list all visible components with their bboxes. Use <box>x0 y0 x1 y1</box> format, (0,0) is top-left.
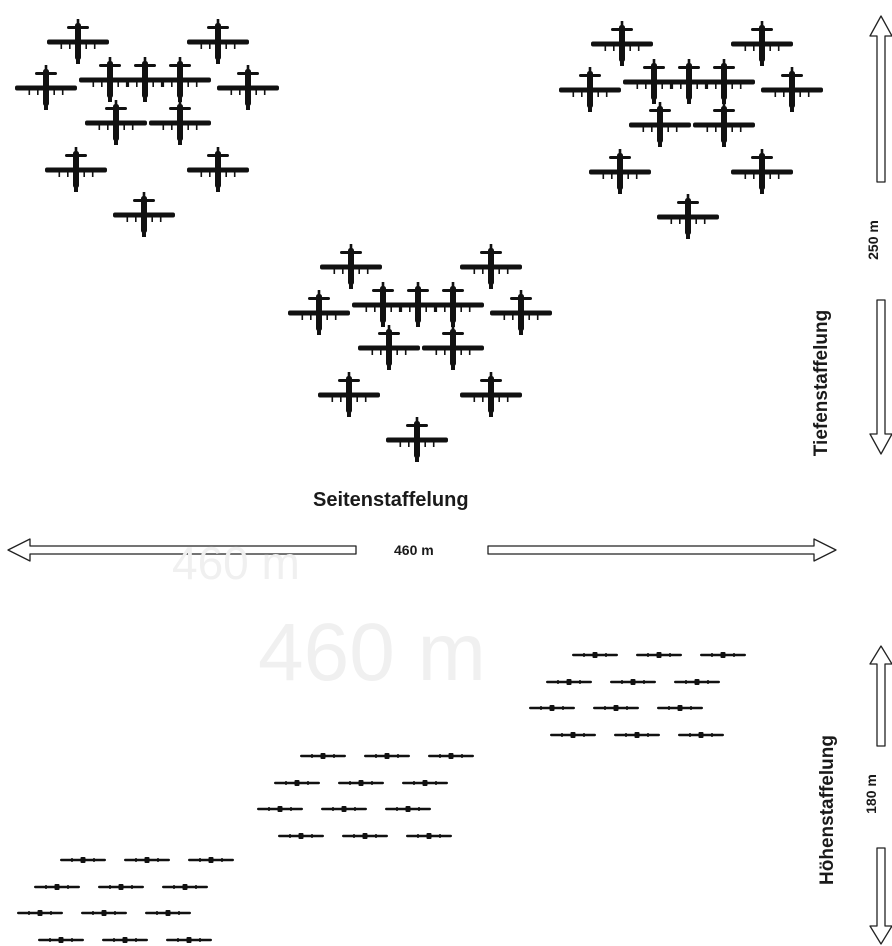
bomber-side-view-icon <box>364 753 410 759</box>
bomber-side-view-icon <box>166 937 212 943</box>
bomber-side-view-icon <box>81 910 127 916</box>
bomber-top-view-icon <box>422 282 484 327</box>
depth-measure-label: 250 m <box>865 220 881 260</box>
bomber-side-view-icon <box>321 806 367 812</box>
bomber-top-view-icon <box>693 59 755 104</box>
depth-arrow-bottom <box>869 299 892 455</box>
bomber-side-view-icon <box>17 910 63 916</box>
bomber-side-view-icon <box>145 910 191 916</box>
bomber-top-view-icon <box>149 57 211 102</box>
bomber-side-view-icon <box>550 732 596 738</box>
bomber-top-view-icon <box>149 100 211 145</box>
width-measure-label: 460 m <box>394 542 434 558</box>
bomber-top-view-icon <box>460 244 522 289</box>
bomber-side-view-icon <box>34 884 80 890</box>
bomber-side-view-icon <box>657 705 703 711</box>
bomber-top-view-icon <box>15 65 77 110</box>
bomber-top-view-icon <box>559 67 621 112</box>
bomber-top-view-icon <box>113 192 175 237</box>
bomber-top-view-icon <box>490 290 552 335</box>
bomber-top-view-icon <box>761 67 823 112</box>
bomber-top-view-icon <box>657 194 719 239</box>
bomber-side-view-icon <box>402 780 448 786</box>
bomber-top-view-icon <box>629 102 691 147</box>
bomber-side-view-icon <box>188 857 234 863</box>
bomber-side-view-icon <box>546 679 592 685</box>
bomber-top-view-icon <box>45 147 107 192</box>
bomber-top-view-icon <box>288 290 350 335</box>
bomber-top-view-icon <box>731 21 793 66</box>
bomber-top-view-icon <box>187 19 249 64</box>
bomber-side-view-icon <box>593 705 639 711</box>
bomber-side-view-icon <box>678 732 724 738</box>
bomber-top-view-icon <box>460 372 522 417</box>
height-arrow-top <box>869 645 892 747</box>
bomber-top-view-icon <box>187 147 249 192</box>
bomber-top-view-icon <box>358 325 420 370</box>
bomber-side-view-icon <box>124 857 170 863</box>
bomber-top-view-icon <box>731 149 793 194</box>
height-measure-label: 180 m <box>863 774 879 814</box>
bomber-top-view-icon <box>47 19 109 64</box>
bomber-side-view-icon <box>700 652 746 658</box>
bomber-top-view-icon <box>320 244 382 289</box>
bomber-side-view-icon <box>98 884 144 890</box>
bomber-side-view-icon <box>102 937 148 943</box>
bomber-top-view-icon <box>589 149 651 194</box>
width-arrow-left <box>7 538 357 562</box>
bomber-side-view-icon <box>342 833 388 839</box>
bomber-top-view-icon <box>386 417 448 462</box>
bomber-side-view-icon <box>610 679 656 685</box>
bomber-top-view-icon <box>217 65 279 110</box>
bomber-side-view-icon <box>60 857 106 863</box>
bomber-side-view-icon <box>278 833 324 839</box>
depth-arrow-top <box>869 15 892 183</box>
bomber-side-view-icon <box>636 652 682 658</box>
bomber-side-view-icon <box>257 806 303 812</box>
bomber-top-view-icon <box>318 372 380 417</box>
bomber-side-view-icon <box>529 705 575 711</box>
bomber-side-view-icon <box>338 780 384 786</box>
bomber-side-view-icon <box>406 833 452 839</box>
bomber-side-view-icon <box>572 652 618 658</box>
bomber-top-view-icon <box>591 21 653 66</box>
bomber-side-view-icon <box>674 679 720 685</box>
width-arrow-right <box>487 538 837 562</box>
bomber-side-view-icon <box>385 806 431 812</box>
bomber-side-view-icon <box>38 937 84 943</box>
bomber-top-view-icon <box>422 325 484 370</box>
bomber-side-view-icon <box>300 753 346 759</box>
bomber-top-view-icon <box>85 100 147 145</box>
lateral-spacing-title: Seitenstaffelung <box>313 489 469 511</box>
faded-width-label-small: 460 m <box>172 537 300 589</box>
height-spacing-title: Höhenstaffelung <box>817 735 838 885</box>
height-arrow-bottom <box>869 847 892 945</box>
bomber-side-view-icon <box>614 732 660 738</box>
bomber-side-view-icon <box>428 753 474 759</box>
bomber-top-view-icon <box>693 102 755 147</box>
bomber-side-view-icon <box>162 884 208 890</box>
depth-spacing-title: Tiefenstaffelung <box>811 309 832 457</box>
faded-width-label-large: 460 m <box>258 607 486 698</box>
bomber-side-view-icon <box>274 780 320 786</box>
